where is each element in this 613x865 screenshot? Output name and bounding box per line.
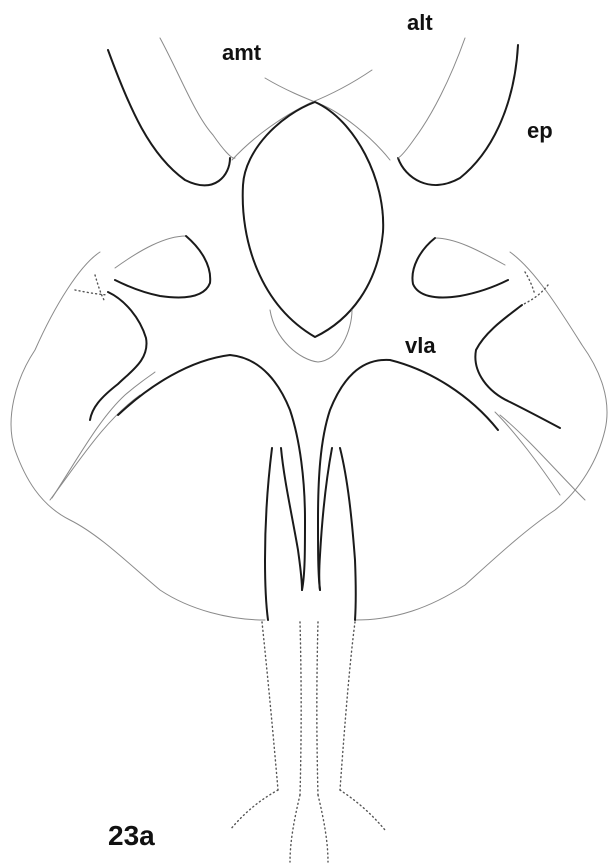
- label-vla: vla: [405, 335, 436, 357]
- right-ventral-lobe: [318, 252, 607, 620]
- left-inner-arm: [90, 292, 147, 420]
- right-lateral-lobe: [412, 238, 508, 298]
- label-ep: ep: [527, 120, 553, 142]
- label-alt: alt: [407, 12, 433, 34]
- lobe-diagonal-lines: [52, 372, 560, 498]
- anterior-cross-lines: [232, 70, 390, 160]
- central-median-plate: [243, 102, 383, 362]
- dotted-lower-stalk: [230, 622, 385, 862]
- right-inner-arm: [475, 305, 560, 428]
- figure-number: 23a: [108, 822, 155, 850]
- dotted-lateral-extensions: [75, 272, 548, 305]
- upper-left-arm: [108, 38, 235, 185]
- left-lateral-lobe: [115, 236, 210, 297]
- upper-right-arm: [398, 38, 518, 185]
- label-amt: amt: [222, 42, 261, 64]
- left-ventral-lobe: [11, 252, 305, 620]
